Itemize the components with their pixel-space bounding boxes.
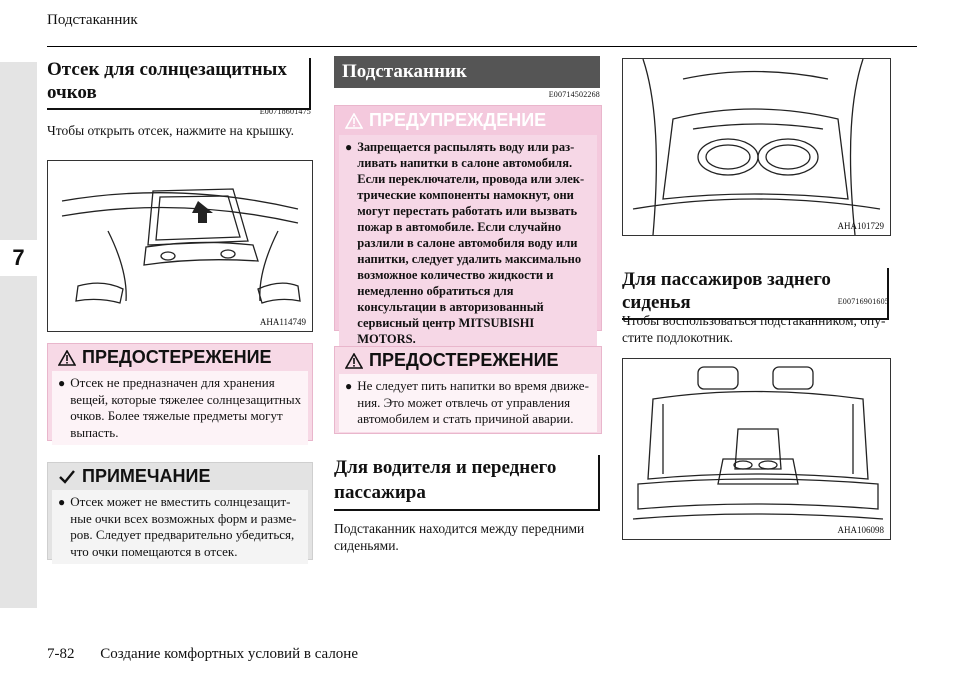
running-header: Подстаканник — [47, 12, 138, 28]
section-code: E00714502268 — [548, 90, 600, 99]
caution-text: Отсек не предназначен для хранения вещей… — [70, 375, 302, 440]
front-cupholder-illustration — [632, 59, 881, 235]
body-text: Чтобы воспользоваться подстаканником, оп… — [622, 313, 886, 345]
figure-rear-armrest: AHA106098 — [622, 358, 891, 540]
body-text: Чтобы открыть отсек, нажмите на крышку. — [47, 123, 295, 138]
caution-caption: ПРЕДОСТЕРЕЖЕНИЕ — [369, 350, 559, 370]
note-caption: ПРИМЕЧАНИЕ — [82, 466, 211, 486]
subsection-title-rear: Для пассажиров заднего сиденья — [622, 268, 889, 320]
figure-sunglasses-holder: AHA114749 — [47, 160, 313, 332]
check-icon — [59, 469, 75, 484]
section-code: E00718601475 — [259, 107, 311, 116]
section-title-cupholder: Подстаканник — [334, 56, 600, 88]
chapter-number: 7 — [0, 240, 37, 276]
page-number: 7-82 — [47, 646, 75, 662]
warning-caption: ПРЕДУПРЕЖДЕНИЕ — [369, 110, 547, 130]
caution-text: Не следует пить напитки во время движе­н… — [357, 378, 589, 426]
rear-armrest-illustration — [632, 366, 884, 520]
figure-label: AHA101729 — [837, 221, 885, 231]
bullet: ● — [58, 376, 66, 390]
note-text: Отсек может не вместить солнцезащит­ные … — [70, 494, 297, 559]
body-text: Подстаканник находится между передними с… — [334, 521, 585, 553]
section-title-sunglasses: Отсек для солнцезащитных очков — [47, 58, 311, 110]
warning-triangle-icon — [345, 352, 363, 369]
warning-text: Запрещается распылять воду или раз­ливат… — [357, 140, 585, 346]
chapter-title: Создание комфортных условий в салоне — [100, 646, 358, 662]
warning-box: ПРЕДУПРЕЖДЕНИЕ ● Запрещается распылять во… — [334, 105, 602, 351]
subsection-title-front: Для водителя и переднего пассажира — [334, 455, 600, 511]
caution-caption: ПРЕДОСТЕРЕЖЕНИЕ — [82, 347, 272, 367]
page-footer: 7-82 Создание комфортных условий в салон… — [47, 646, 358, 663]
bullet: ● — [345, 379, 353, 393]
bullet: ● — [345, 140, 353, 154]
warning-triangle-icon — [345, 112, 363, 129]
section-code: E00716901605 — [837, 297, 889, 306]
note-box: ПРИМЕЧАНИЕ ● Отсек может не вместить солн… — [47, 462, 313, 564]
header-rule — [47, 46, 917, 47]
figure-front-cupholder: AHA101729 — [622, 58, 891, 236]
caution-box-driving: ПРЕДОСТЕРЕЖЕНИЕ ● Не следует пить напитки… — [334, 346, 602, 434]
bullet: ● — [58, 495, 66, 509]
warning-triangle-icon — [58, 349, 76, 366]
chapter-sidebar — [0, 62, 37, 608]
caution-box: ПРЕДОСТЕРЕЖЕНИЕ ● Отсек не предназначен д… — [47, 343, 313, 445]
figure-label: AHA106098 — [837, 525, 885, 535]
figure-label: AHA114749 — [259, 317, 306, 327]
sunglasses-holder-illustration — [61, 188, 301, 304]
